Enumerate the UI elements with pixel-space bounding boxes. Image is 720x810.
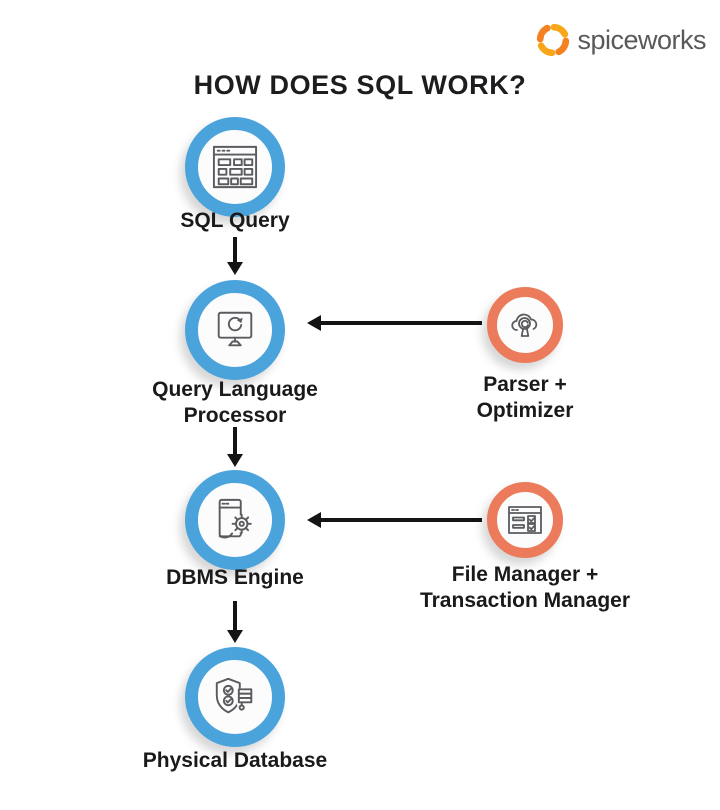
arrow-dbms-engine-to-physical-database bbox=[227, 601, 243, 643]
arrow-shaft bbox=[321, 518, 482, 522]
node-label-query-language-processor: Query Language Processor bbox=[110, 377, 360, 429]
arrow-head-down bbox=[227, 454, 243, 467]
page-title: HOW DOES SQL WORK? bbox=[193, 70, 527, 100]
spiceworks-logo: spiceworks bbox=[534, 21, 706, 59]
query-window-icon bbox=[212, 145, 258, 189]
arrow-parser-optimizer-to-query-language-processor bbox=[307, 315, 482, 331]
file-checklist-icon bbox=[508, 506, 542, 534]
arrow-head-left bbox=[307, 315, 321, 331]
label-line: Transaction Manager bbox=[419, 589, 631, 612]
cloud-search-icon bbox=[511, 313, 538, 337]
arrow-head-down bbox=[227, 630, 243, 643]
arrow-query-language-processor-to-dbms-engine bbox=[227, 427, 243, 467]
label-line: Optimizer bbox=[476, 399, 574, 422]
node-file-manager-transaction-manager bbox=[487, 482, 563, 558]
node-physical-database bbox=[185, 647, 285, 747]
node-label-dbms-engine: DBMS Engine bbox=[166, 566, 304, 589]
label-line: Parser + bbox=[483, 373, 567, 396]
label-line: Processor bbox=[183, 404, 287, 427]
arrow-shaft bbox=[233, 237, 237, 262]
node-sql-query bbox=[185, 117, 285, 217]
arrow-shaft bbox=[321, 321, 482, 325]
label-line: File Manager + bbox=[451, 563, 599, 586]
node-label-parser-optimizer: Parser + Optimizer bbox=[425, 372, 625, 424]
label-line: Query Language bbox=[152, 378, 318, 401]
arrow-file-manager-to-dbms-engine bbox=[307, 512, 482, 528]
arrow-head-left bbox=[307, 512, 321, 528]
spiceworks-swirl-icon bbox=[537, 23, 570, 57]
shield-database-icon bbox=[215, 677, 254, 714]
monitor-refresh-icon bbox=[217, 311, 253, 347]
node-label-physical-database: Physical Database bbox=[142, 749, 328, 772]
arrow-sql-query-to-query-language-processor bbox=[227, 237, 243, 275]
arrow-shaft bbox=[233, 427, 237, 454]
document-gear-icon bbox=[218, 498, 252, 539]
arrow-shaft bbox=[233, 601, 237, 630]
node-label-file-manager-transaction-manager: File Manager + Transaction Manager bbox=[395, 562, 655, 614]
node-parser-optimizer bbox=[487, 287, 563, 363]
arrow-head-down bbox=[227, 262, 243, 275]
node-query-language-processor bbox=[185, 280, 285, 380]
spiceworks-logo-text: spiceworks bbox=[577, 24, 706, 55]
node-label-sql-query: SQL Query bbox=[180, 209, 290, 232]
node-dbms-engine bbox=[185, 470, 285, 570]
